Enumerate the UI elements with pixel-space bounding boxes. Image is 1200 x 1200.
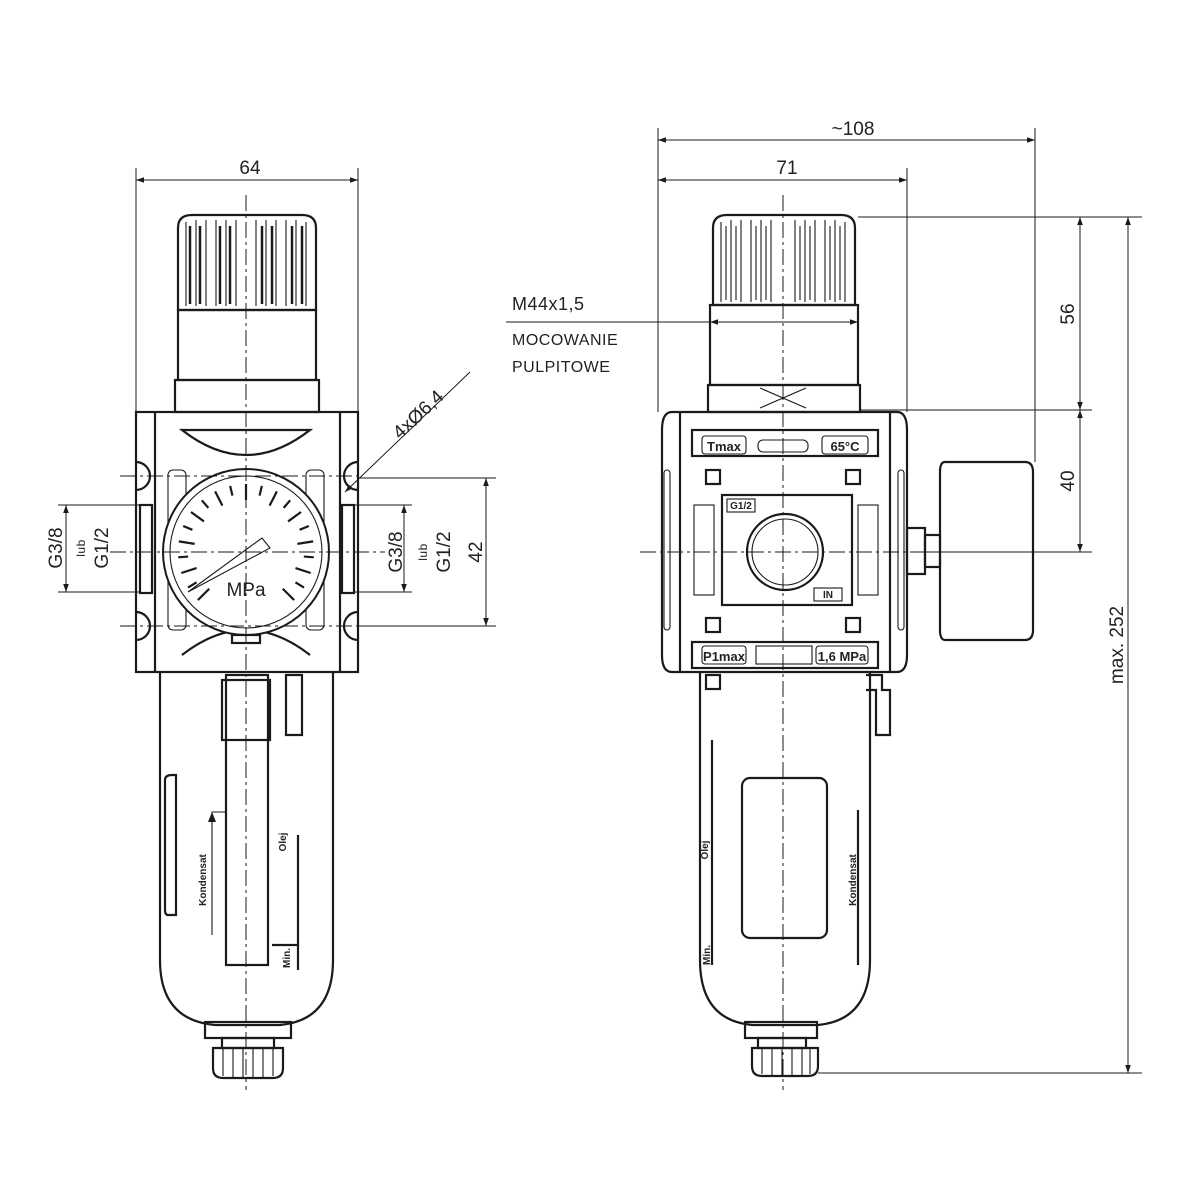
svg-text:PULPITOWE: PULPITOWE [512, 359, 610, 376]
svg-text:lub: lub [416, 543, 430, 561]
svg-text:G1/2: G1/2 [92, 527, 113, 568]
tmax-value: 65°C [830, 439, 860, 454]
gauge-tick [178, 540, 195, 545]
min-label: Min. [702, 945, 713, 965]
adjustment-knob [173, 213, 321, 414]
svg-text:~108: ~108 [832, 119, 875, 140]
inlet-label: IN [823, 590, 833, 601]
gauge-tick [187, 581, 198, 589]
min-label: Min. [282, 948, 293, 968]
svg-text:71: 71 [776, 158, 797, 179]
port-thread-left: G3/8 lub G1/2 [46, 504, 140, 593]
pmax-value: 1,6 MPa [818, 649, 867, 664]
right-view: Tmax 65°C G1/2 IN P1max 1,6 MPa [506, 119, 1142, 1090]
svg-text:4xØ6,4: 4xØ6,4 [389, 386, 448, 443]
svg-text:G1/2: G1/2 [434, 531, 455, 572]
gauge-tick [190, 511, 205, 523]
svg-text:56: 56 [1058, 303, 1079, 324]
gauge-tick [297, 540, 314, 545]
gauge-tick [178, 555, 189, 559]
gauge-tick [303, 555, 314, 559]
dimension-max-height-252: max. 252 [1107, 217, 1131, 1073]
gauge-tick [287, 511, 302, 523]
dimension-width-71: 71 [658, 158, 908, 412]
gauge-unit-label: MPa [226, 580, 266, 601]
dimension-hole-diameter: 4xØ6,4 [344, 371, 471, 493]
svg-text:40: 40 [1058, 470, 1079, 491]
left-view: MPa Kondensat Olej Min. [46, 158, 496, 1090]
gauge-tick [268, 490, 278, 507]
oil-label: Olej [700, 840, 711, 859]
gauge-tick [295, 567, 312, 575]
svg-text:max. 252: max. 252 [1107, 606, 1128, 684]
gauge-tick [197, 587, 211, 601]
gauge-tick [201, 499, 210, 509]
dimension-width-64: 64 [135, 158, 359, 412]
svg-text:MOCOWANIE: MOCOWANIE [512, 332, 618, 349]
gauge-tick [299, 524, 310, 531]
svg-text:lub: lub [74, 539, 88, 557]
condensate-label: Kondensat [198, 853, 209, 905]
gauge-tick [214, 490, 224, 507]
port-thread-right: G3/8 lub G1/2 [354, 504, 455, 593]
condensate-label: Kondensat [848, 853, 859, 905]
svg-text:G3/8: G3/8 [386, 531, 407, 572]
filter-bowl: Olej Min. Kondensat [698, 672, 892, 1078]
gauge-tick [281, 587, 295, 601]
gauge-tick [294, 581, 305, 589]
tmax-label: Tmax [707, 439, 742, 454]
side-gauge [905, 460, 1035, 642]
dimension-height-56-40: 56 40 [818, 216, 1142, 1074]
regulator-body: Tmax 65°C G1/2 IN P1max 1,6 MPa [660, 410, 909, 674]
svg-text:42: 42 [466, 541, 487, 562]
adjustment-knob [706, 213, 862, 414]
dimension-overall-width-108: ~108 [657, 119, 1036, 462]
svg-text:M44x1,5: M44x1,5 [512, 294, 585, 314]
gauge-tick [258, 485, 263, 496]
svg-text:64: 64 [239, 158, 261, 179]
oil-label: Olej [278, 832, 289, 851]
gauge-tick [282, 499, 291, 509]
pmax-label: P1max [703, 649, 746, 664]
thread-callout: M44x1,5 MOCOWANIE PULPITOWE [506, 294, 858, 376]
port-size-label: G1/2 [730, 501, 752, 512]
gauge-tick [180, 567, 197, 575]
gauge-tick [182, 524, 193, 531]
svg-text:G3/8: G3/8 [46, 527, 67, 568]
dimension-port-spacing-42: 42 [358, 477, 496, 627]
gauge-tick [229, 485, 234, 496]
